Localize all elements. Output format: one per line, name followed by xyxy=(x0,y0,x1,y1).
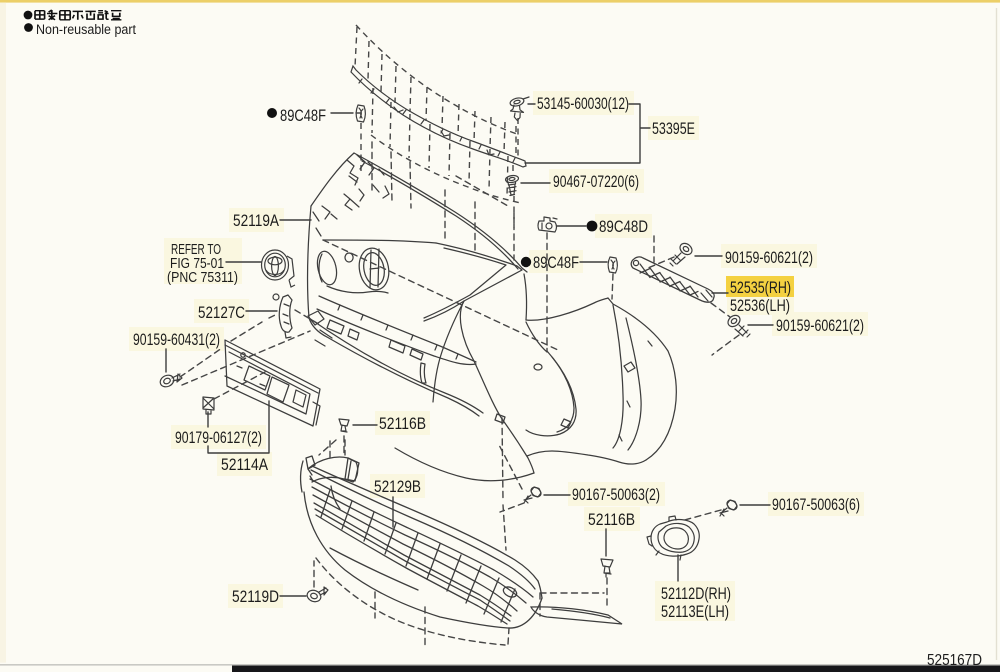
svg-text:52112D(RH): 52112D(RH) xyxy=(661,585,731,603)
svg-text:90179-06127(2): 90179-06127(2) xyxy=(175,429,262,447)
svg-text:90167-50063(2): 90167-50063(2) xyxy=(572,486,660,504)
svg-text:52536(LH): 52536(LH) xyxy=(730,297,790,315)
svg-text:90159-60431(2): 90159-60431(2) xyxy=(133,331,220,349)
svg-text:Non-reusable part: Non-reusable part xyxy=(36,22,136,38)
svg-text:90167-50063(6): 90167-50063(6) xyxy=(772,496,860,514)
svg-text:52119A: 52119A xyxy=(233,212,279,230)
svg-text:89C48D: 89C48D xyxy=(599,218,648,236)
svg-text:90159-60621(2): 90159-60621(2) xyxy=(725,249,813,267)
svg-text:89C48F: 89C48F xyxy=(280,107,326,125)
svg-text:52116B: 52116B xyxy=(588,511,635,529)
svg-text:52129B: 52129B xyxy=(374,478,421,496)
svg-text:FIG 75-01: FIG 75-01 xyxy=(170,256,224,272)
svg-text:52127C: 52127C xyxy=(198,304,245,322)
svg-text:52116B: 52116B xyxy=(379,415,426,433)
svg-text:REFER TO: REFER TO xyxy=(171,242,221,258)
svg-text:52114A: 52114A xyxy=(221,456,268,474)
svg-text:525167D: 525167D xyxy=(927,652,982,669)
svg-text:90467-07220(6): 90467-07220(6) xyxy=(553,173,639,191)
svg-text:52535(RH): 52535(RH) xyxy=(730,279,791,297)
svg-text:89C48F: 89C48F xyxy=(533,254,579,272)
svg-text:53395E: 53395E xyxy=(652,120,695,138)
svg-text:90159-60621(2): 90159-60621(2) xyxy=(776,317,864,335)
svg-text:52119D: 52119D xyxy=(232,588,279,606)
svg-text:52113E(LH): 52113E(LH) xyxy=(661,603,729,621)
svg-text:(PNC 75311): (PNC 75311) xyxy=(167,270,238,286)
svg-text:53145-60030(12): 53145-60030(12) xyxy=(537,95,629,113)
